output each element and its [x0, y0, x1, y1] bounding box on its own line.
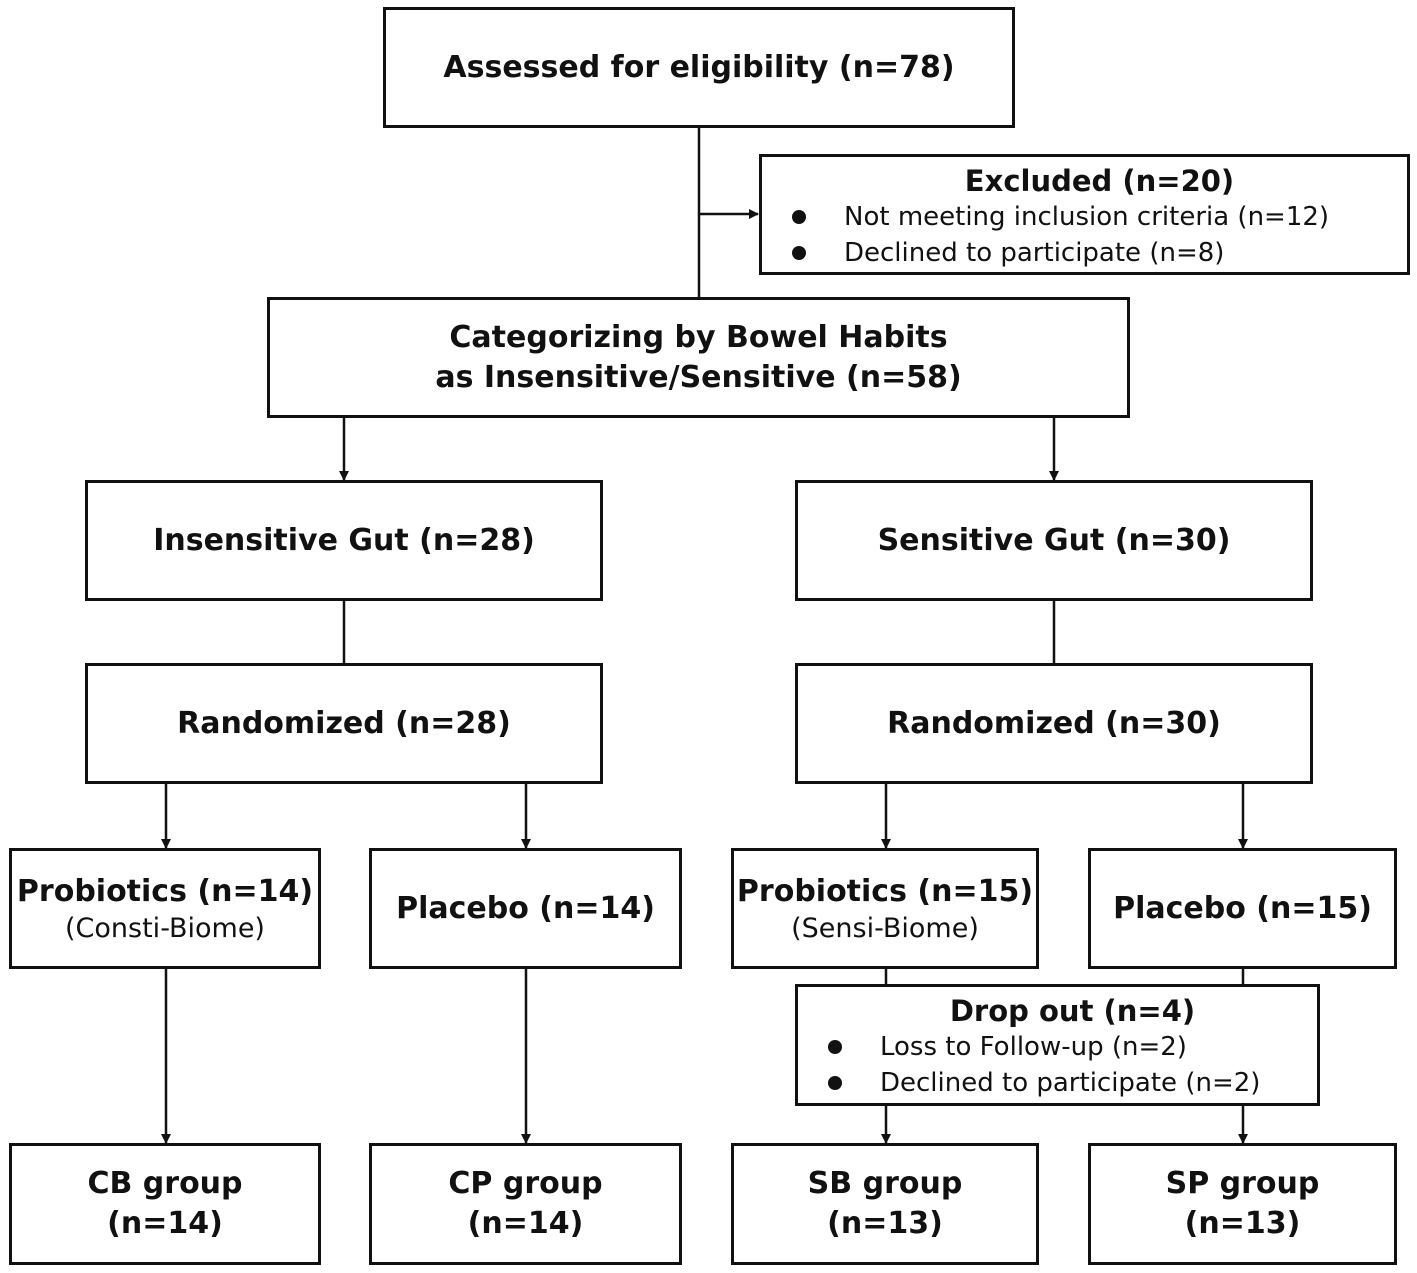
sp-group-name: SP group — [1165, 1166, 1320, 1201]
bullet-icon — [792, 246, 806, 260]
bullet-icon — [792, 210, 806, 224]
sb-group-count: (n=13) — [827, 1206, 943, 1241]
bullet-icon — [828, 1076, 842, 1090]
randomized-sensitive-label: Randomized (n=30) — [887, 705, 1221, 741]
probiotics-insensitive-box: Probiotics (n=14) (Consti-Biome) — [9, 848, 321, 969]
probiotics-sensitive-box: Probiotics (n=15) (Sensi-Biome) — [731, 848, 1039, 969]
sb-group-box: SB group (n=13) — [731, 1143, 1039, 1265]
dropout-item: Loss to Follow-up (n=2) — [828, 1029, 1260, 1065]
categorizing-line1: Categorizing by Bowel Habits — [449, 319, 948, 355]
probiotics-sensitive-label: Probiotics (n=15) — [736, 873, 1034, 909]
assessed-box: Assessed for eligibility (n=78) — [383, 7, 1015, 128]
cb-group-count: (n=14) — [107, 1206, 223, 1241]
sp-group-box: SP group (n=13) — [1088, 1143, 1397, 1265]
assessed-label: Assessed for eligibility (n=78) — [443, 49, 955, 85]
sp-group-count: (n=13) — [1184, 1206, 1301, 1241]
dropout-item: Declined to participate (n=2) — [828, 1065, 1260, 1101]
excluded-list: Not meeting inclusion criteria (n=12) De… — [792, 199, 1329, 271]
sensitive-gut-label: Sensitive Gut (n=30) — [877, 522, 1231, 558]
excluded-item: Not meeting inclusion criteria (n=12) — [792, 199, 1329, 235]
sb-group-name: SB group — [807, 1166, 963, 1201]
probiotics-sensitive-product: (Sensi-Biome) — [791, 912, 979, 944]
dropout-box: Drop out (n=4) Loss to Follow-up (n=2) D… — [795, 984, 1320, 1106]
probiotics-insensitive-label: Probiotics (n=14) — [16, 873, 314, 909]
bullet-icon — [828, 1040, 842, 1054]
randomized-sensitive-box: Randomized (n=30) — [795, 663, 1313, 784]
excluded-box: Excluded (n=20) Not meeting inclusion cr… — [759, 154, 1410, 275]
placebo-insensitive-label: Placebo (n=14) — [396, 890, 655, 926]
placebo-sensitive-label: Placebo (n=15) — [1113, 890, 1372, 926]
dropout-title: Drop out (n=4) — [949, 994, 1196, 1028]
cb-group-box: CB group (n=14) — [9, 1143, 321, 1265]
randomized-insensitive-box: Randomized (n=28) — [85, 663, 603, 784]
categorizing-box: Categorizing by Bowel Habits as Insensit… — [267, 297, 1130, 418]
placebo-insensitive-box: Placebo (n=14) — [369, 848, 682, 969]
insensitive-gut-label: Insensitive Gut (n=28) — [153, 522, 535, 558]
cb-group-name: CB group — [87, 1166, 243, 1201]
insensitive-gut-box: Insensitive Gut (n=28) — [85, 480, 603, 601]
excluded-item: Declined to participate (n=8) — [792, 235, 1329, 271]
sensitive-gut-box: Sensitive Gut (n=30) — [795, 480, 1313, 601]
excluded-title: Excluded (n=20) — [964, 164, 1235, 198]
cp-group-name: CP group — [448, 1166, 603, 1201]
dropout-list: Loss to Follow-up (n=2) Declined to part… — [828, 1029, 1260, 1101]
placebo-sensitive-box: Placebo (n=15) — [1088, 848, 1397, 969]
randomized-insensitive-label: Randomized (n=28) — [177, 705, 511, 741]
cp-group-box: CP group (n=14) — [369, 1143, 682, 1265]
cp-group-count: (n=14) — [467, 1206, 584, 1241]
categorizing-line2: as Insensitive/Sensitive (n=58) — [435, 359, 962, 395]
probiotics-insensitive-product: (Consti-Biome) — [65, 912, 265, 944]
